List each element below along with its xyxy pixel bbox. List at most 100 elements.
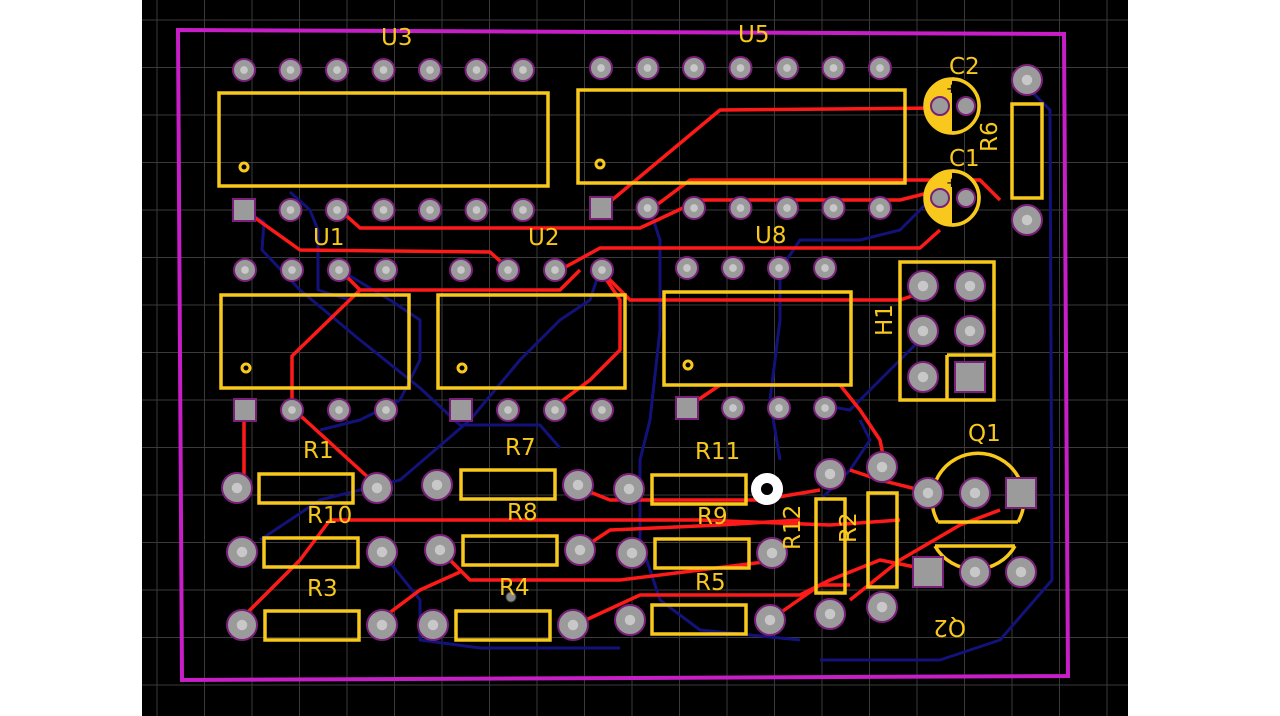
r9-body[interactable] xyxy=(653,537,751,570)
pad-hole xyxy=(335,266,343,274)
pad-hole xyxy=(729,264,737,272)
r12-body[interactable] xyxy=(814,497,847,595)
top-trace xyxy=(648,178,1002,212)
u2-body[interactable] xyxy=(436,293,627,390)
pad-hole xyxy=(626,547,638,559)
pad-hole xyxy=(690,64,698,72)
pad-hole xyxy=(736,204,745,212)
pad-hole xyxy=(240,66,248,74)
top-trace xyxy=(579,518,801,552)
pin1-dot xyxy=(238,161,250,173)
pad-hole xyxy=(964,325,976,337)
label-r4: R4 xyxy=(499,575,530,601)
pad-square[interactable] xyxy=(675,396,699,420)
label-r7: R7 xyxy=(505,435,536,461)
pad-hole xyxy=(876,204,884,212)
pad-round[interactable] xyxy=(930,188,950,208)
r1-body[interactable] xyxy=(257,472,355,505)
pad-hole xyxy=(231,482,243,494)
top-trace xyxy=(338,188,941,230)
pad-hole xyxy=(824,608,836,620)
r8-body[interactable] xyxy=(461,534,559,567)
pad-hole xyxy=(376,619,388,631)
pad-hole xyxy=(427,619,439,631)
pad-hole xyxy=(472,206,481,214)
pad-hole xyxy=(829,64,838,72)
c2-arc xyxy=(951,77,981,135)
label-c2: C2 xyxy=(949,54,980,80)
pad-square[interactable] xyxy=(233,398,257,422)
pad-hole xyxy=(829,204,838,212)
pad-hole xyxy=(379,206,388,214)
capacitor-c1[interactable]: + xyxy=(923,169,981,227)
c2-plus: + xyxy=(946,82,957,97)
bottom-trace xyxy=(378,549,620,650)
pad-hole xyxy=(764,614,776,626)
pad-hole xyxy=(288,266,296,274)
label-u5: U5 xyxy=(738,22,769,48)
r7-body[interactable] xyxy=(459,468,557,501)
pad-hole xyxy=(917,280,929,292)
top-trace xyxy=(768,583,850,622)
pad-round[interactable] xyxy=(956,96,976,116)
pad-square[interactable] xyxy=(232,198,256,222)
r5-body[interactable] xyxy=(650,603,748,636)
pad-round[interactable] xyxy=(930,96,950,116)
pad-hole xyxy=(821,264,829,272)
pad-hole xyxy=(876,601,888,613)
pad-hole xyxy=(876,64,884,72)
pin1-markers xyxy=(238,158,694,374)
label-r11: R11 xyxy=(695,439,740,465)
r11-body[interactable] xyxy=(650,473,748,506)
r2-body[interactable] xyxy=(866,491,899,589)
pad-round[interactable] xyxy=(956,188,976,208)
u1-body[interactable] xyxy=(219,293,411,390)
label-u1: U1 xyxy=(313,225,344,251)
pad-hole xyxy=(643,64,652,72)
r3-body[interactable] xyxy=(263,609,361,642)
c1-arc xyxy=(951,169,981,227)
pad-hole xyxy=(426,206,434,214)
pad-hole xyxy=(574,544,586,556)
pad-hole xyxy=(766,547,778,559)
pad-hole xyxy=(736,64,745,72)
u5-body[interactable] xyxy=(576,88,907,185)
r6-body[interactable] xyxy=(1010,102,1044,200)
pad-hole xyxy=(969,487,981,499)
pad-hole xyxy=(643,204,652,212)
pin1-dot xyxy=(594,158,606,170)
top-trace xyxy=(338,268,582,292)
pin1-dot xyxy=(456,362,468,374)
pad-square[interactable] xyxy=(589,196,613,220)
via-small[interactable] xyxy=(505,591,517,603)
top-trace xyxy=(598,106,941,212)
capacitor-c2[interactable]: + xyxy=(923,77,981,135)
top-trace xyxy=(685,383,887,466)
pad-square[interactable] xyxy=(912,556,944,588)
pad-hole xyxy=(551,266,559,274)
r4-body[interactable] xyxy=(454,609,552,642)
u3-body[interactable] xyxy=(217,91,550,188)
pad-square[interactable] xyxy=(449,398,473,422)
pad-hole xyxy=(288,406,296,414)
pad-hole xyxy=(683,264,691,272)
pad-hole xyxy=(376,546,388,558)
r10-body[interactable] xyxy=(262,536,360,569)
pad-hole xyxy=(1021,214,1033,226)
label-c1: C1 xyxy=(949,146,980,172)
pad-hole xyxy=(457,266,465,274)
pad-hole xyxy=(236,619,248,631)
pad-square[interactable] xyxy=(954,361,986,393)
pad-hole xyxy=(1015,566,1027,578)
pad-hole xyxy=(519,66,527,74)
label-r8: R8 xyxy=(507,500,538,526)
pad-hole xyxy=(598,406,606,414)
pad-square[interactable] xyxy=(1005,477,1037,509)
pad-hole xyxy=(917,371,929,383)
pad-hole xyxy=(519,206,527,214)
u8-body[interactable] xyxy=(662,290,853,387)
pad-hole xyxy=(504,406,512,414)
pad-hole xyxy=(922,487,934,499)
pad-hole xyxy=(917,325,929,337)
